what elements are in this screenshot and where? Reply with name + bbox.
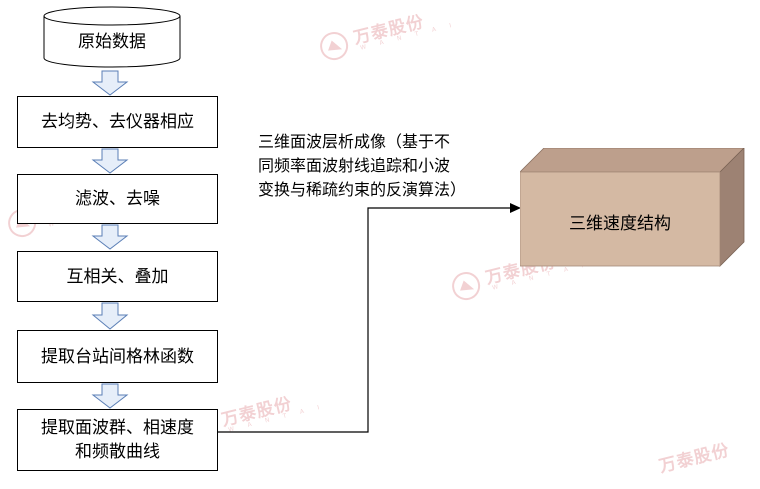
step-dispersion-curve-box: 提取面波群、相速度 和频散曲线 xyxy=(17,409,218,471)
watermark-subtext: W A N T A I xyxy=(359,20,458,52)
step-remove-trend-box: 去均势、去仪器相应 xyxy=(17,96,218,148)
cylinder-shape xyxy=(43,6,181,68)
arrowhead-icon xyxy=(510,203,521,213)
raw-data-label: 原始数据 xyxy=(78,32,146,52)
raw-data-node: 原始数据 xyxy=(43,6,181,68)
connector-arrow xyxy=(218,203,521,433)
down-arrow-icon xyxy=(91,383,129,409)
watermark-text: 万泰股份 xyxy=(351,11,427,49)
box-front-face xyxy=(520,171,721,267)
step-dispersion-line2: 和频散曲线 xyxy=(75,442,160,462)
down-arrow-icon xyxy=(91,224,129,250)
method-label: 三维面波层析成像（基于不 同频率面波射线追踪和小波 变换与稀疏约束的反演算法） xyxy=(258,132,467,199)
velocity-structure-box xyxy=(520,148,745,267)
watermark: 万泰股份 xyxy=(626,425,760,489)
step-filter-denoise-box: 滤波、去噪 xyxy=(17,174,218,224)
watermark-text: 万泰股份 xyxy=(657,440,732,478)
down-arrow-icon xyxy=(91,148,129,174)
step-cross-correlation-box: 互相关、叠加 xyxy=(17,251,218,302)
down-arrow-icon xyxy=(91,302,129,330)
velocity-structure-label: 三维速度结构 xyxy=(569,214,671,234)
watermark-logo-icon xyxy=(320,32,349,61)
step-green-function-box: 提取台站间格林函数 xyxy=(17,330,218,383)
watermark: 万泰股份 W A N T A I xyxy=(314,0,491,78)
step-dispersion-line1: 提取面波群、相速度 xyxy=(41,418,194,438)
box-top-face xyxy=(520,148,745,173)
down-arrow-icon xyxy=(91,70,129,96)
